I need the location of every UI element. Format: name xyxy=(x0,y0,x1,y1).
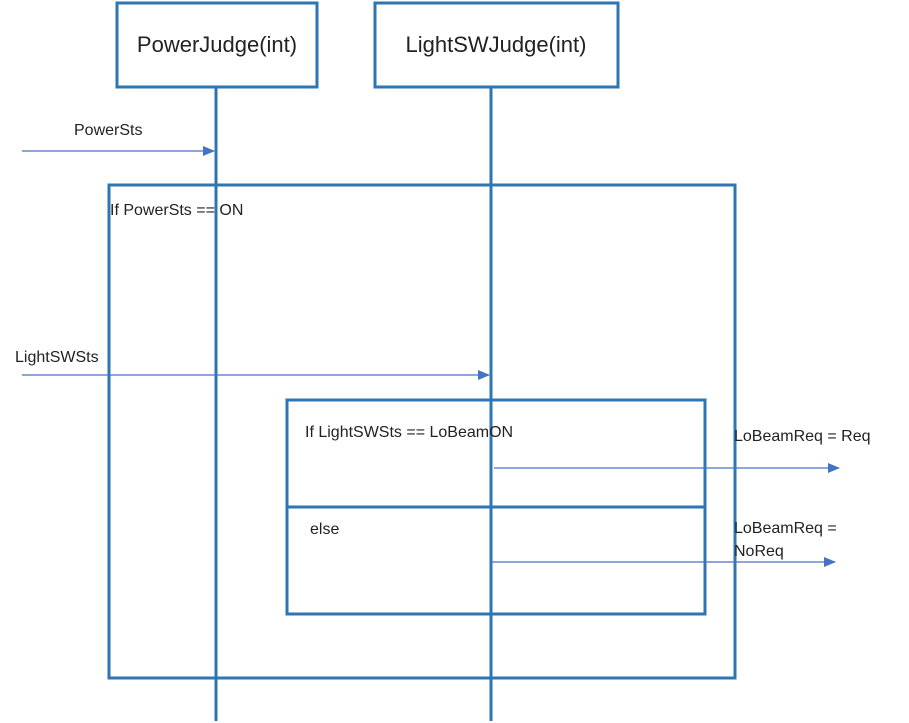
inner-else-condition: else xyxy=(310,521,339,538)
message-label-lo-beam-noreq: LoBeamReq = NoReq xyxy=(734,520,841,560)
message-light-sw-sts: LightSWSts xyxy=(15,349,490,380)
lifeline-label-power-judge: PowerJudge(int) xyxy=(137,32,297,57)
message-label-light-sw-sts: LightSWSts xyxy=(15,349,99,366)
message-power-sts: PowerSts xyxy=(22,122,215,156)
message-label-lo-beam-noreq-line1: LoBeamReq = xyxy=(734,520,837,537)
outer-if-condition: If PowerSts == ON xyxy=(110,202,243,219)
lifeline-power-judge: PowerJudge(int) xyxy=(115,1,319,721)
message-label-lo-beam-noreq-line2: NoReq xyxy=(734,543,784,560)
lifeline-box-light-sw-judge xyxy=(373,1,620,89)
inner-if-condition: If LightSWSts == LoBeamON xyxy=(305,424,513,441)
fragment-outer-frame xyxy=(107,183,737,680)
fragment-outer-if: If PowerSts == ON xyxy=(107,183,737,680)
lifeline-box-power-judge xyxy=(115,1,319,89)
message-lo-beam-noreq: LoBeamReq = NoReq xyxy=(491,520,841,567)
message-label-lo-beam-req: LoBeamReq = Req xyxy=(734,428,871,445)
message-label-power-sts: PowerSts xyxy=(74,122,142,139)
lifeline-label-light-sw-judge: LightSWJudge(int) xyxy=(406,32,587,57)
fragment-inner-alt: If LightSWSts == LoBeamON else xyxy=(285,398,707,616)
message-lo-beam-req: LoBeamReq = Req xyxy=(494,428,871,473)
